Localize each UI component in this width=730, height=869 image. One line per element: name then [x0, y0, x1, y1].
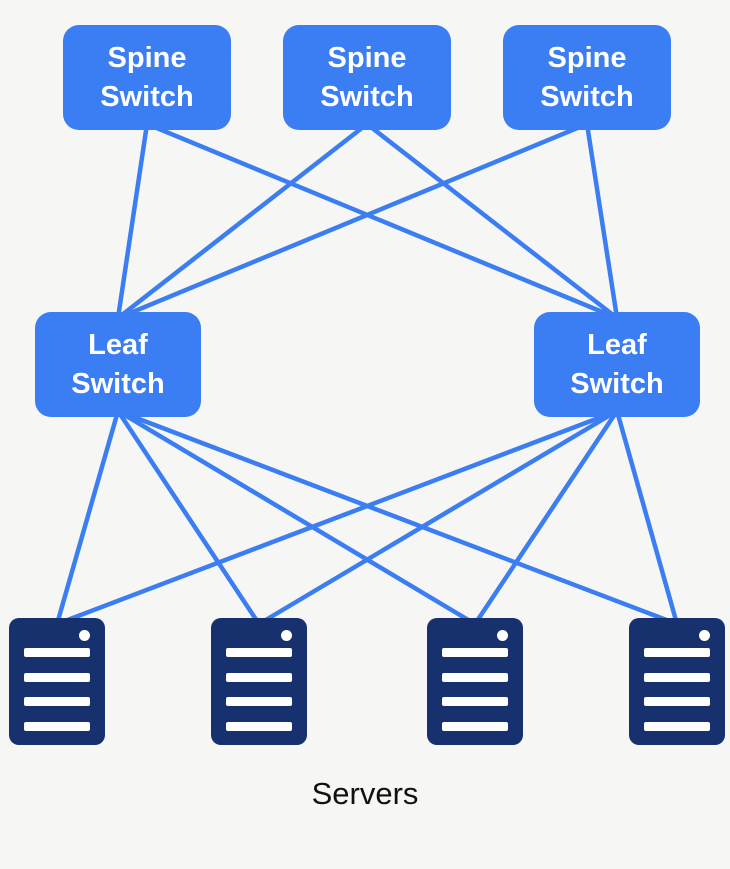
- server-line-bar: [442, 697, 508, 707]
- indicator-dot: [79, 630, 90, 641]
- server-lines: [644, 648, 710, 731]
- link-line: [472, 408, 620, 627]
- spine-switch-label: Spine Switch: [100, 42, 194, 113]
- link-line: [115, 121, 150, 321]
- indicator-dot: [497, 630, 508, 641]
- server-line-bar: [226, 672, 292, 682]
- server-icon-4: [629, 618, 725, 745]
- server-line-bar: [442, 721, 508, 731]
- link-line: [614, 408, 680, 627]
- link-line: [115, 408, 478, 627]
- server-line-bar: [24, 672, 90, 682]
- server-lines: [24, 648, 90, 731]
- server-line-bar: [24, 721, 90, 731]
- spine-switch-label: Spine Switch: [540, 42, 634, 113]
- indicator-dot: [699, 630, 710, 641]
- leaf-switch-2: Leaf Switch: [534, 312, 700, 417]
- leaf-switch-label: Leaf Switch: [71, 329, 165, 400]
- server-line-bar: [226, 648, 292, 657]
- server-line-bar: [24, 648, 90, 657]
- leaf-switch-1: Leaf Switch: [35, 312, 201, 417]
- server-line-bar: [24, 697, 90, 707]
- server-line-bar: [644, 697, 710, 707]
- server-line-bar: [644, 672, 710, 682]
- indicator-dot: [281, 630, 292, 641]
- link-line: [54, 408, 620, 627]
- spine-switch-1: Spine Switch: [63, 25, 231, 130]
- server-line-bar: [226, 697, 292, 707]
- server-line-bar: [226, 721, 292, 731]
- link-line: [115, 408, 262, 627]
- spine-switch-label: Spine Switch: [320, 42, 414, 113]
- link-line: [364, 121, 620, 321]
- link-line: [144, 121, 620, 321]
- link-line: [584, 121, 620, 321]
- spine-switch-3: Spine Switch: [503, 25, 671, 130]
- servers-caption: Servers: [311, 776, 419, 811]
- server-icon-2: [211, 618, 307, 745]
- spine-switch-2: Spine Switch: [283, 25, 451, 130]
- link-line: [115, 121, 370, 321]
- server-lines: [226, 648, 292, 731]
- leaf-switch-label: Leaf Switch: [570, 329, 664, 400]
- link-line: [115, 408, 680, 627]
- server-line-bar: [644, 648, 710, 657]
- server-icon-1: [9, 618, 105, 745]
- link-line: [256, 408, 620, 627]
- server-lines: [442, 648, 508, 731]
- link-line: [54, 408, 121, 627]
- server-line-bar: [644, 721, 710, 731]
- server-icon-3: [427, 618, 523, 745]
- link-line: [115, 121, 590, 321]
- server-line-bar: [442, 672, 508, 682]
- server-line-bar: [442, 648, 508, 657]
